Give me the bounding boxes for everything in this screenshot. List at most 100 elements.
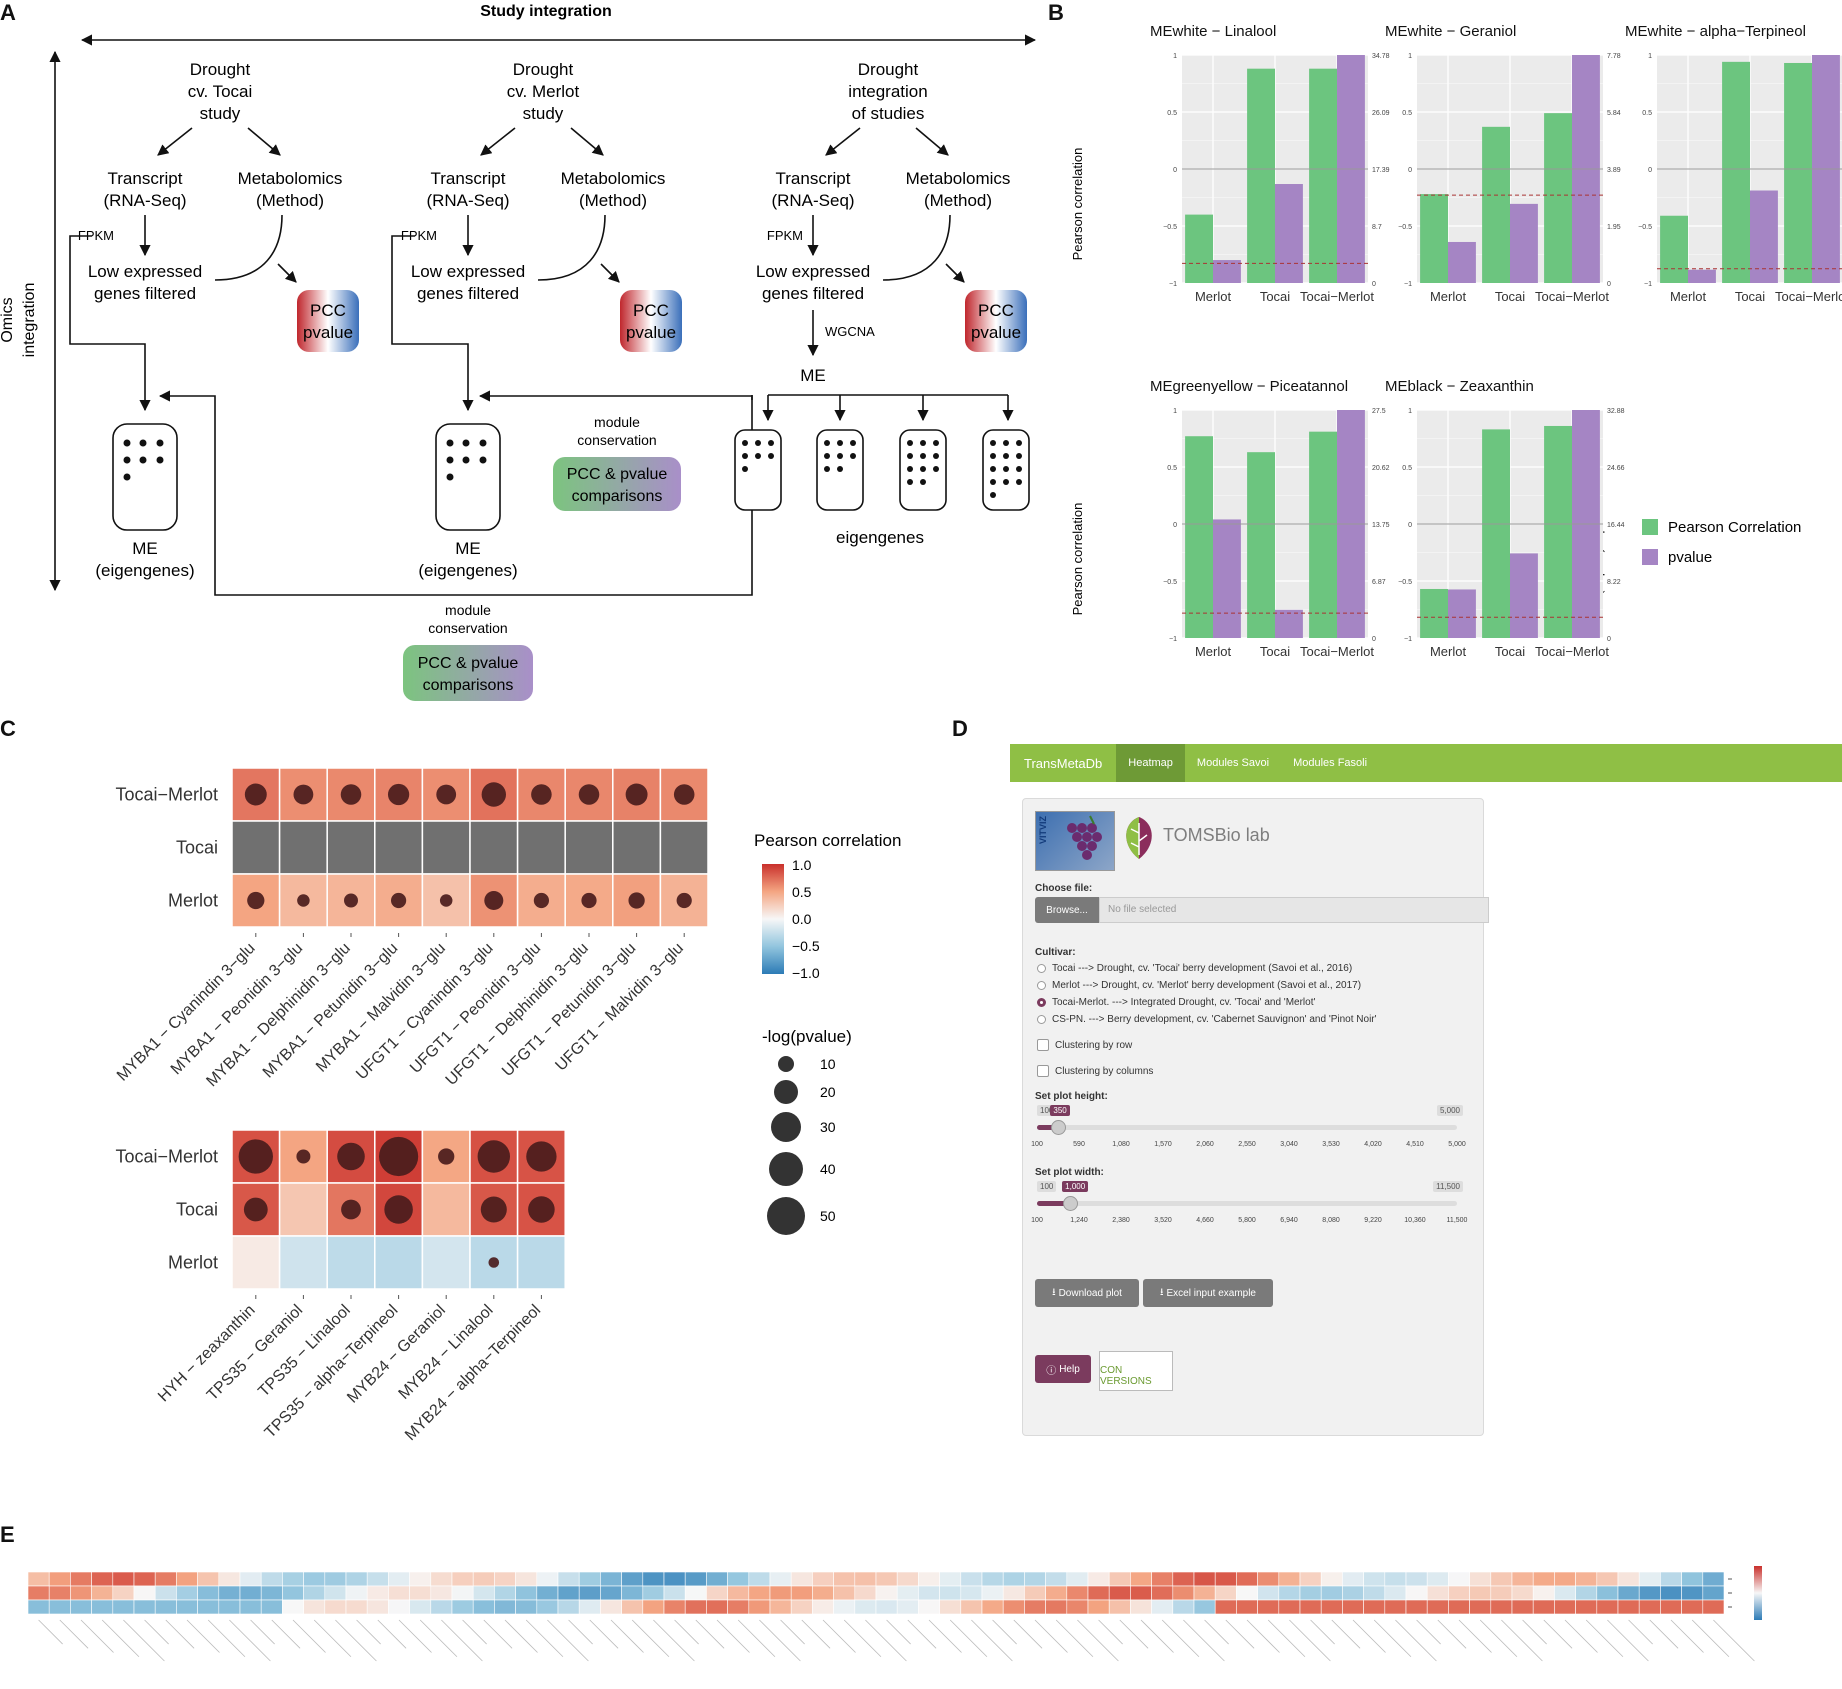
wide-heatmap-column-tick	[462, 1619, 487, 1645]
y-tick-label: −1	[1169, 281, 1177, 288]
pvalue-bubble	[480, 1196, 507, 1223]
pvalue-bubble	[244, 783, 267, 806]
wide-heatmap-column-tick	[504, 1619, 538, 1653]
slider-knob[interactable]	[1063, 1196, 1079, 1211]
wide-heatmap-cell	[1638, 1571, 1661, 1587]
wide-heatmap-cell	[1469, 1585, 1492, 1601]
wide-heatmap-cell	[1045, 1571, 1068, 1587]
tab-modules-savoi[interactable]: Modules Savoi	[1196, 757, 1270, 769]
c-size-tick-1: 10	[820, 1056, 836, 1072]
pvalue-bubble	[238, 1139, 273, 1174]
c-colorbar	[762, 864, 784, 974]
wide-heatmap-cell	[133, 1585, 156, 1601]
y2-tick-label: 13.75	[1372, 522, 1390, 529]
wide-heatmap-cell	[684, 1599, 707, 1615]
slider-knob[interactable]	[1051, 1120, 1067, 1135]
slider-tick-label: 2,550	[1238, 1141, 1256, 1148]
wide-heatmap-cell	[1299, 1599, 1322, 1615]
wide-heatmap-cell	[324, 1599, 347, 1615]
c-tick-1: 1.0	[792, 857, 812, 873]
radio-icon[interactable]	[1037, 1015, 1046, 1024]
excel-example-button[interactable]: ⭳Excel input example	[1143, 1279, 1273, 1307]
wide-heatmap-cell	[1214, 1599, 1237, 1615]
wide-heatmap-cell	[1257, 1599, 1280, 1615]
wide-heatmap-cell	[494, 1599, 516, 1615]
wide-heatmap-cell	[981, 1599, 1004, 1615]
bar-pvalue	[1688, 269, 1716, 283]
wide-heatmap-cell	[1342, 1571, 1364, 1587]
wide-heatmap-cell	[1002, 1599, 1025, 1615]
heatmap-cell	[278, 1182, 328, 1237]
wide-heatmap-cell	[239, 1571, 262, 1587]
cluster-rows-label: Clustering by row	[1055, 1039, 1133, 1051]
wide-heatmap-column-tick	[949, 1619, 988, 1658]
download-icon: ⭳	[1052, 1286, 1056, 1298]
wide-heatmap-cell	[1108, 1599, 1131, 1615]
heatmap-row-label: Tocai	[176, 1200, 218, 1220]
bar-pcc	[1784, 62, 1812, 284]
plot-width-label: Set plot width:	[1035, 1167, 1104, 1178]
wide-heatmap-column-tick	[907, 1619, 937, 1649]
wide-heatmap-column-tick	[59, 1619, 89, 1649]
wide-heatmap-cell	[303, 1585, 326, 1601]
wide-heatmap-column-tick	[1585, 1619, 1624, 1658]
wide-heatmap-cell	[1108, 1571, 1131, 1587]
heatmap-cell	[612, 820, 662, 875]
wide-heatmap-cell	[1024, 1585, 1046, 1601]
wide-heatmap-column-tick	[419, 1619, 458, 1658]
slider-tick-label: 9,220	[1364, 1217, 1382, 1224]
wide-heatmap-column-tick	[186, 1619, 220, 1653]
radio-icon[interactable]	[1037, 981, 1046, 990]
wide-heatmap-cell	[1681, 1571, 1704, 1587]
bar-pcc	[1420, 588, 1448, 638]
radio-selected-icon[interactable]	[1037, 998, 1046, 1007]
wide-heatmap-cell	[1108, 1585, 1131, 1601]
wide-heatmap-cell	[1469, 1571, 1492, 1587]
wide-heatmap-column-tick	[441, 1619, 483, 1662]
wide-heatmap-column-tick	[1501, 1619, 1543, 1662]
wide-heatmap-cell	[260, 1585, 283, 1601]
wide-heatmap-cell	[197, 1571, 220, 1587]
slider-track	[1037, 1125, 1457, 1130]
category-label: Merlot	[1670, 289, 1707, 304]
category-label: Tocai	[1260, 289, 1290, 304]
col3-module-card-1	[734, 429, 782, 511]
wide-heatmap-cell	[1172, 1585, 1195, 1601]
cultivar-option-merlot[interactable]: Merlot ---> Drought, cv. 'Merlot' berry …	[1037, 980, 1361, 991]
y2-tick-label: 6.87	[1372, 579, 1386, 586]
cultivar-option-label: CS-PN. ---> Berry development, cv. 'Cabe…	[1052, 1014, 1377, 1025]
wide-heatmap-column-tick	[483, 1619, 513, 1649]
wide-heatmap-cell	[1532, 1585, 1555, 1601]
wide-heatmap-cell	[133, 1571, 156, 1587]
wide-heatmap-cell	[684, 1585, 707, 1601]
radio-icon[interactable]	[1037, 964, 1046, 973]
slider-tick-label: 1,080	[1112, 1141, 1130, 1148]
cultivar-option-cs-pn[interactable]: CS-PN. ---> Berry development, cv. 'Cabe…	[1037, 1014, 1377, 1025]
app-brand[interactable]: TransMetaDb	[1024, 755, 1103, 771]
wide-heatmap-cell	[472, 1585, 495, 1601]
y2-tick-label: 1.95	[1607, 224, 1621, 231]
merlot-study-column: Drought cv. Merlot study Transcript (RNA…	[391, 60, 682, 580]
wide-heatmap-cell	[409, 1585, 432, 1601]
cluster-cols-checkbox[interactable]: Clustering by columns	[1037, 1065, 1153, 1077]
download-plot-button[interactable]: ⭳Download plot	[1035, 1279, 1139, 1307]
browse-button[interactable]: Browse...	[1035, 897, 1099, 923]
checkbox-icon[interactable]	[1037, 1039, 1049, 1051]
cultivar-option-tocai[interactable]: Tocai ---> Drought, cv. 'Tocai' berry de…	[1037, 963, 1352, 974]
checkbox-icon[interactable]	[1037, 1065, 1049, 1077]
category-label: Tocai	[1495, 289, 1525, 304]
wide-heatmap-column-tick	[1416, 1619, 1441, 1645]
tab-modules-fasoli[interactable]: Modules Fasoli	[1293, 757, 1368, 769]
cluster-rows-checkbox[interactable]: Clustering by row	[1037, 1039, 1132, 1051]
cultivar-option-tocai-merlot[interactable]: Tocai-Merlot. ---> Integrated Drought, c…	[1037, 997, 1315, 1008]
tab-heatmap[interactable]: Heatmap	[1116, 744, 1185, 782]
wide-heatmap-cell	[1214, 1585, 1237, 1601]
category-label: Tocai	[1260, 644, 1290, 659]
wide-heatmap-column-tick	[229, 1619, 271, 1662]
y-tick-label: −0.5	[1638, 224, 1652, 231]
file-name-input[interactable]: No file selected	[1099, 897, 1489, 923]
